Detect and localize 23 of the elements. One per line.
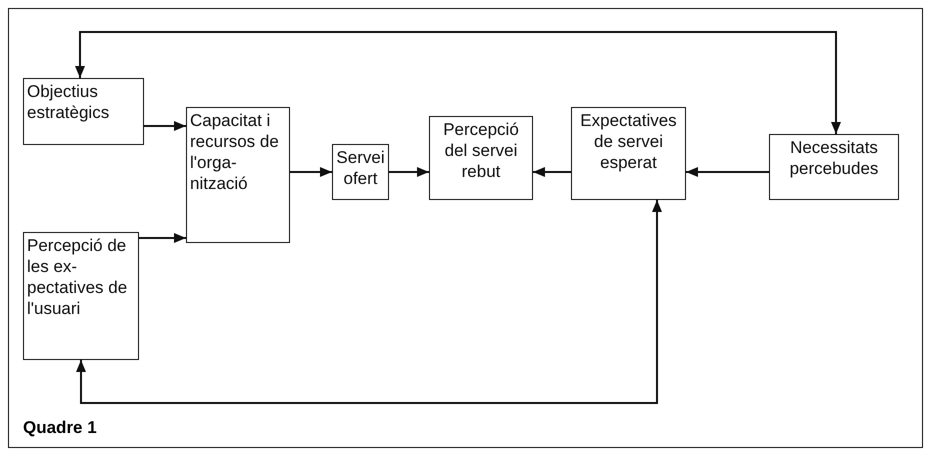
arrow	[290, 167, 332, 177]
box-label: Percepció del servei rebut	[442, 119, 520, 182]
arrow	[533, 167, 571, 177]
arrow	[389, 167, 429, 177]
process-box	[23, 78, 144, 145]
arrow	[686, 167, 769, 177]
arrow	[139, 233, 186, 243]
process-box	[769, 134, 899, 200]
box-label: Necessitats percebudes	[788, 137, 880, 179]
caption: Quadre 1	[23, 418, 97, 438]
arrow	[75, 31, 841, 134]
process-box	[186, 107, 290, 243]
process-box	[23, 232, 139, 360]
arrow	[144, 121, 186, 131]
arrow	[76, 200, 662, 404]
process-box	[571, 107, 686, 200]
process-box	[332, 144, 389, 200]
box-label: Objectius estratègics	[27, 81, 110, 123]
process-box	[429, 116, 533, 200]
box-label: Percepció de les ex-pectatives de l'usuari	[27, 235, 128, 319]
box-label: Expectatives de servei esperat	[579, 110, 678, 173]
box-label: Servei ofert	[336, 147, 385, 189]
box-label: Capacitat i recursos de l'orga-nització	[190, 110, 280, 194]
